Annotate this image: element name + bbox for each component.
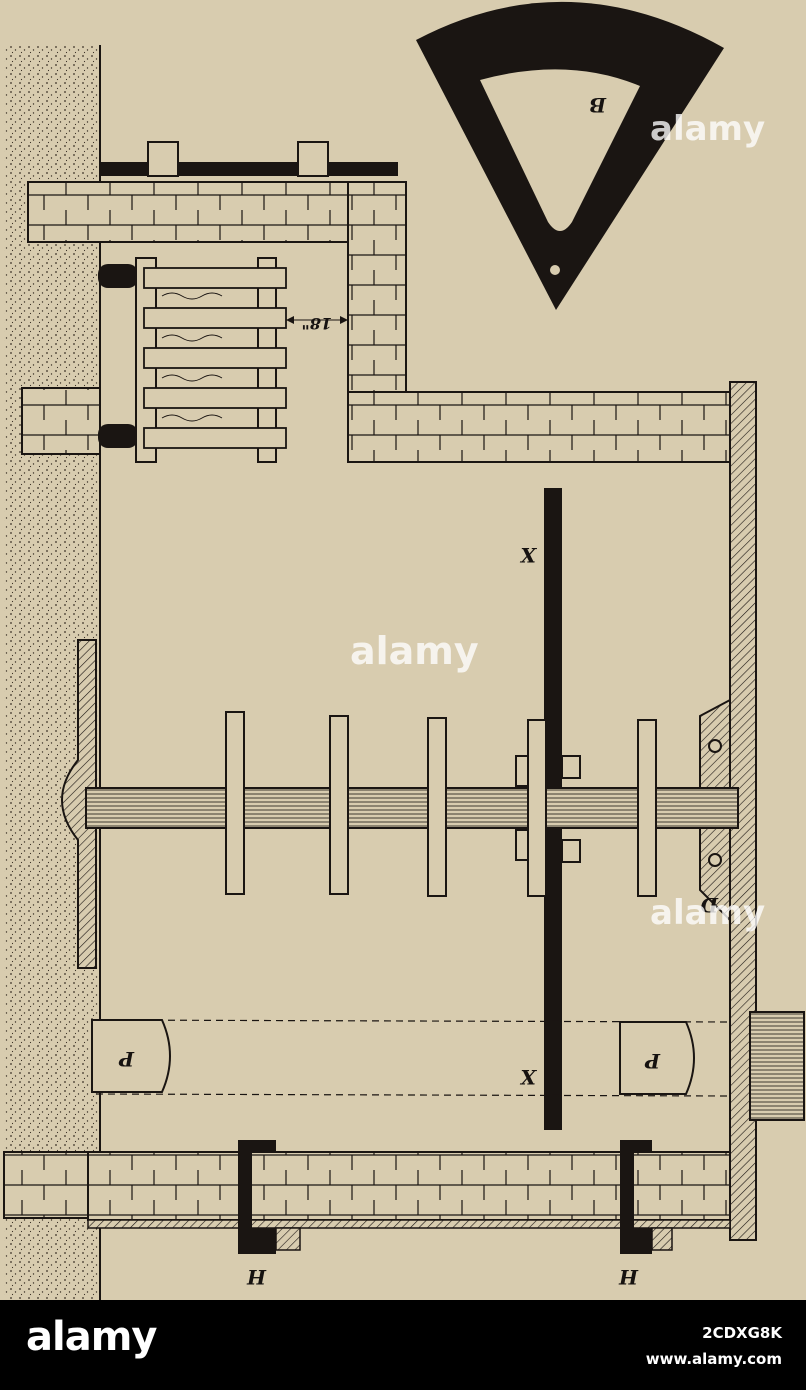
diagram-canvas: 18" B X X P P — [3, 1, 805, 1300]
footer-url[interactable]: www.alamy.com — [645, 1350, 782, 1368]
label-p-left: P — [118, 1047, 135, 1071]
footer-bar: alamy 2CDXG8K www.alamy.com — [0, 1300, 806, 1390]
watermark-center: alamy — [350, 629, 479, 673]
right-beam — [749, 1011, 805, 1121]
sector-plate — [416, 1, 724, 311]
clamp-left — [147, 141, 179, 177]
label-h-left: H — [246, 1265, 267, 1289]
top-brick-ledge — [27, 181, 407, 243]
mid-brick-ledge — [347, 391, 735, 463]
watermark-right-top: alamy — [650, 109, 765, 149]
mechanical-diagram: 18" B X X P P — [3, 1, 805, 1300]
label-x-top: X — [519, 543, 538, 567]
label-x-bottom: X — [519, 1065, 538, 1089]
clamp-right — [297, 141, 329, 177]
block-p-right — [619, 1021, 695, 1095]
shaft-disks — [225, 711, 657, 897]
dashed-path-bottom — [95, 1093, 731, 1097]
dimension-label: 18" — [301, 314, 332, 333]
block-p-left — [91, 1019, 171, 1093]
left-bearing-bracket — [60, 639, 97, 969]
bracket-h-left — [238, 1140, 301, 1254]
wall-brick-block — [21, 387, 101, 455]
label-p-right: P — [644, 1049, 661, 1073]
bottom-rail — [87, 1219, 731, 1229]
image-id: 2CDXG8K — [702, 1324, 782, 1342]
blade-hub — [515, 755, 581, 863]
top-bar — [100, 162, 398, 176]
bracket-h-right — [620, 1140, 673, 1254]
dimension-marker — [286, 316, 348, 324]
watermark-right-bottom: alamy — [650, 893, 765, 933]
bar-rack — [98, 257, 287, 463]
label-b: B — [589, 93, 607, 117]
bottom-left-wall-block — [3, 1151, 91, 1219]
main-shaft — [85, 787, 739, 829]
footer-logo[interactable]: alamy — [26, 1314, 157, 1360]
label-d: D — [700, 893, 719, 917]
label-h-right: H — [618, 1265, 639, 1289]
